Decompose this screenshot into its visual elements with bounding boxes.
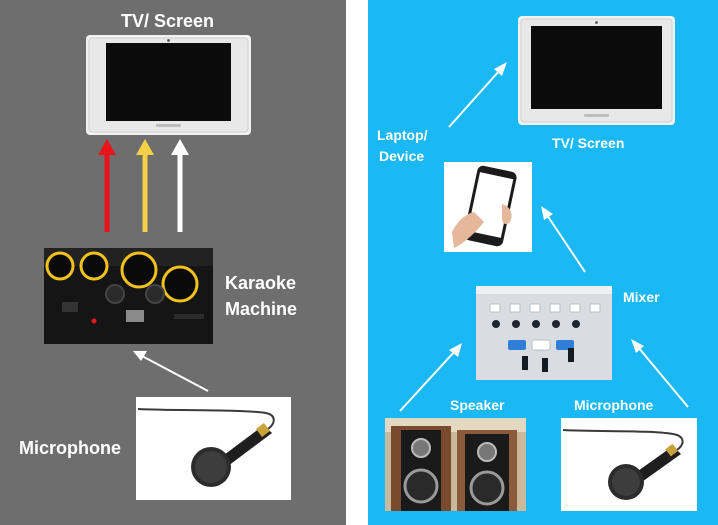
mixer-to-phone-arrow bbox=[541, 206, 585, 272]
laptop-to-tv-arrow bbox=[449, 62, 507, 127]
speaker-to-mixer-arrow bbox=[400, 343, 462, 411]
microphone-to-mixer-arrow bbox=[631, 339, 688, 407]
